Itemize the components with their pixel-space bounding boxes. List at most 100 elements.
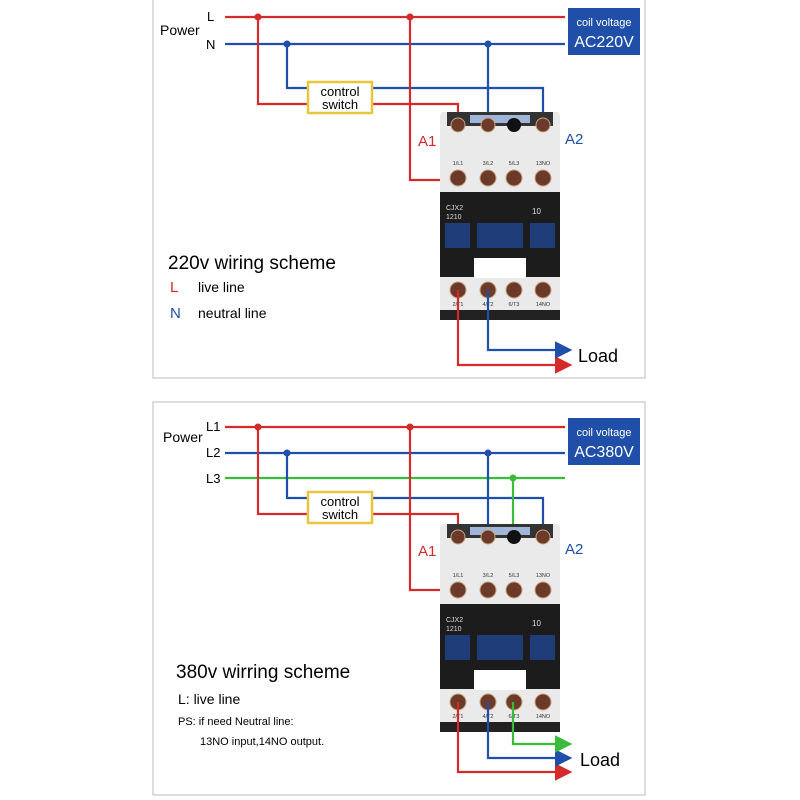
terminal-label: 1/L1 xyxy=(453,573,464,579)
contactor: CJX21210101/L12/T13/L24/T25/L36/T313NO14… xyxy=(440,524,573,781)
terminal-screw xyxy=(480,117,496,133)
coil-indicator xyxy=(507,118,521,132)
a1-label: A1 xyxy=(418,543,436,560)
terminal-screw xyxy=(534,581,552,599)
switch-feed-l1 xyxy=(256,427,308,516)
legend-text-l: live line xyxy=(198,279,245,295)
legend-key-l: L xyxy=(170,279,178,296)
line-label-l: L xyxy=(207,9,214,24)
switch-label-2: switch xyxy=(322,507,358,522)
code-label: 10 xyxy=(532,619,541,628)
line-label-n: N xyxy=(206,37,215,52)
a1-label: A1 xyxy=(418,133,436,150)
coil-title: coil voltage xyxy=(576,427,631,439)
output-wires xyxy=(456,290,573,374)
terminal-screw xyxy=(535,529,551,545)
output-t1 xyxy=(456,702,573,781)
coil-title: coil voltage xyxy=(576,17,631,29)
output-t2 xyxy=(486,702,573,767)
model-label: 1210 xyxy=(446,626,462,633)
contactor: CJX21210101/L12/T13/L24/T25/L36/T313NO14… xyxy=(440,112,573,374)
panel-border xyxy=(152,401,646,796)
junction-dot xyxy=(254,13,262,21)
code-label: 10 xyxy=(532,207,541,216)
terminal-label: 5/L3 xyxy=(509,573,520,579)
coil-indicator xyxy=(507,530,521,544)
terminal-screw xyxy=(534,693,552,711)
junction-dot xyxy=(283,40,291,48)
control-switch: control switch xyxy=(306,490,374,525)
contactor-label-area xyxy=(474,258,526,278)
terminal-screw xyxy=(505,281,523,299)
terminal-screw xyxy=(449,169,467,187)
power-label: Power xyxy=(160,22,200,38)
output-neutral xyxy=(486,290,573,359)
contactor-window xyxy=(530,223,555,248)
switch-label-1: control xyxy=(320,494,359,509)
junction-dot xyxy=(406,13,414,21)
coil-voltage-box: coil voltage AC380V xyxy=(568,418,640,465)
panel-border xyxy=(152,0,646,379)
control-switch: control switch xyxy=(306,80,374,115)
terminal-screw xyxy=(480,529,496,545)
output-live xyxy=(456,290,573,374)
terminal-label: 3/L2 xyxy=(483,573,494,579)
terminal-label: 5/L3 xyxy=(509,161,520,167)
coil-value: AC220V xyxy=(574,34,634,51)
power-label: Power xyxy=(163,429,203,445)
terminal-label: 13NO xyxy=(536,573,551,579)
legend-text-n: neutral line xyxy=(198,305,267,321)
line-label-l2: L2 xyxy=(206,445,220,460)
contactor-window xyxy=(530,635,555,660)
model-label: CJX2 xyxy=(446,617,463,624)
terminal-screw xyxy=(534,169,552,187)
terminal-screw xyxy=(535,117,551,133)
scheme-title: 380v wirring scheme xyxy=(176,662,350,683)
junction-dot xyxy=(406,423,414,431)
legend-key-n: N xyxy=(170,305,181,322)
switch-feed-neutral xyxy=(285,44,308,90)
panel-380v: Power L1 L2 L3 coil voltage AC380V CJX2 1… xyxy=(152,401,646,796)
legend-line: L: live line xyxy=(178,691,240,707)
terminal-label: 6/T3 xyxy=(508,302,519,308)
line-label-l3: L3 xyxy=(206,471,220,486)
a2-label: A2 xyxy=(565,131,583,148)
model-label: CJX2 xyxy=(446,205,463,212)
contactor-nameplate xyxy=(470,527,530,535)
load-label: Load xyxy=(578,346,618,366)
contactor-window xyxy=(445,635,470,660)
note-line-2: 13NO input,14NO output. xyxy=(200,736,324,748)
output-t3 xyxy=(511,702,573,753)
contactor-base xyxy=(440,310,560,320)
terminal-screw xyxy=(505,169,523,187)
junction-dot xyxy=(484,449,492,457)
terminal-label: 3/L2 xyxy=(483,161,494,167)
contactor-nameplate xyxy=(470,115,530,123)
switch-label-1: control xyxy=(320,84,359,99)
scheme-title: 220v wiring scheme xyxy=(168,253,336,274)
terminal-label: 13NO xyxy=(536,161,551,167)
panel-220v: Power L N coil voltage AC220V CJX2 1210 10… xyxy=(152,0,646,379)
terminal-label: 14NO xyxy=(536,302,551,308)
output-wires xyxy=(456,702,573,781)
contactor-base xyxy=(440,722,560,732)
junction-dot xyxy=(283,449,291,457)
line-label-l1: L1 xyxy=(206,419,220,434)
model-label: 1210 xyxy=(446,214,462,221)
contactor-actuator xyxy=(477,635,523,660)
contactor-window xyxy=(445,223,470,248)
switch-label-2: switch xyxy=(322,97,358,112)
junction-dot xyxy=(254,423,262,431)
switch-feed-live xyxy=(256,17,308,106)
terminal-screw xyxy=(450,117,466,133)
junction-dot xyxy=(484,40,492,48)
terminal-screw xyxy=(449,581,467,599)
terminal-screw xyxy=(479,169,497,187)
note-line-1: PS: if need Neutral line: xyxy=(178,716,294,728)
coil-value: AC380V xyxy=(574,444,634,461)
coil-voltage-box: coil voltage AC220V xyxy=(568,8,640,55)
terminal-label: 14NO xyxy=(536,714,551,720)
switch-feed-l2 xyxy=(285,453,308,500)
terminal-screw xyxy=(450,529,466,545)
